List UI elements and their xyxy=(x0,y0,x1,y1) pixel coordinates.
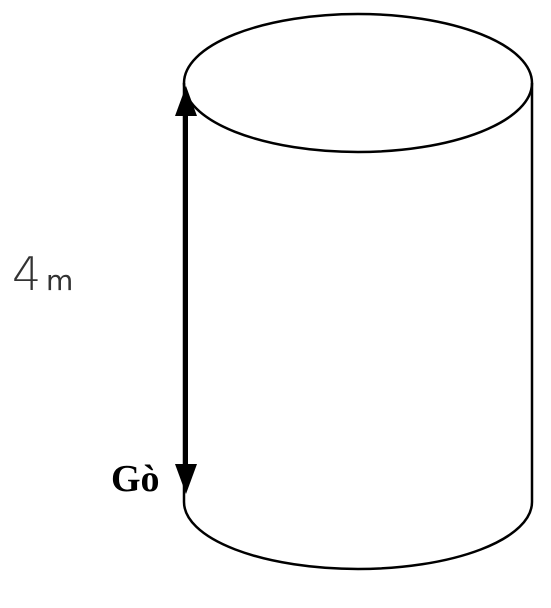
cylinder-top-ellipse xyxy=(182,12,534,154)
height-label: 4 m xyxy=(12,247,73,301)
height-arrow-head-up xyxy=(175,86,197,116)
cylinder-bottom-arc xyxy=(182,501,534,571)
height-arrow-head-down xyxy=(175,464,197,494)
point-label: Gò xyxy=(111,458,160,500)
